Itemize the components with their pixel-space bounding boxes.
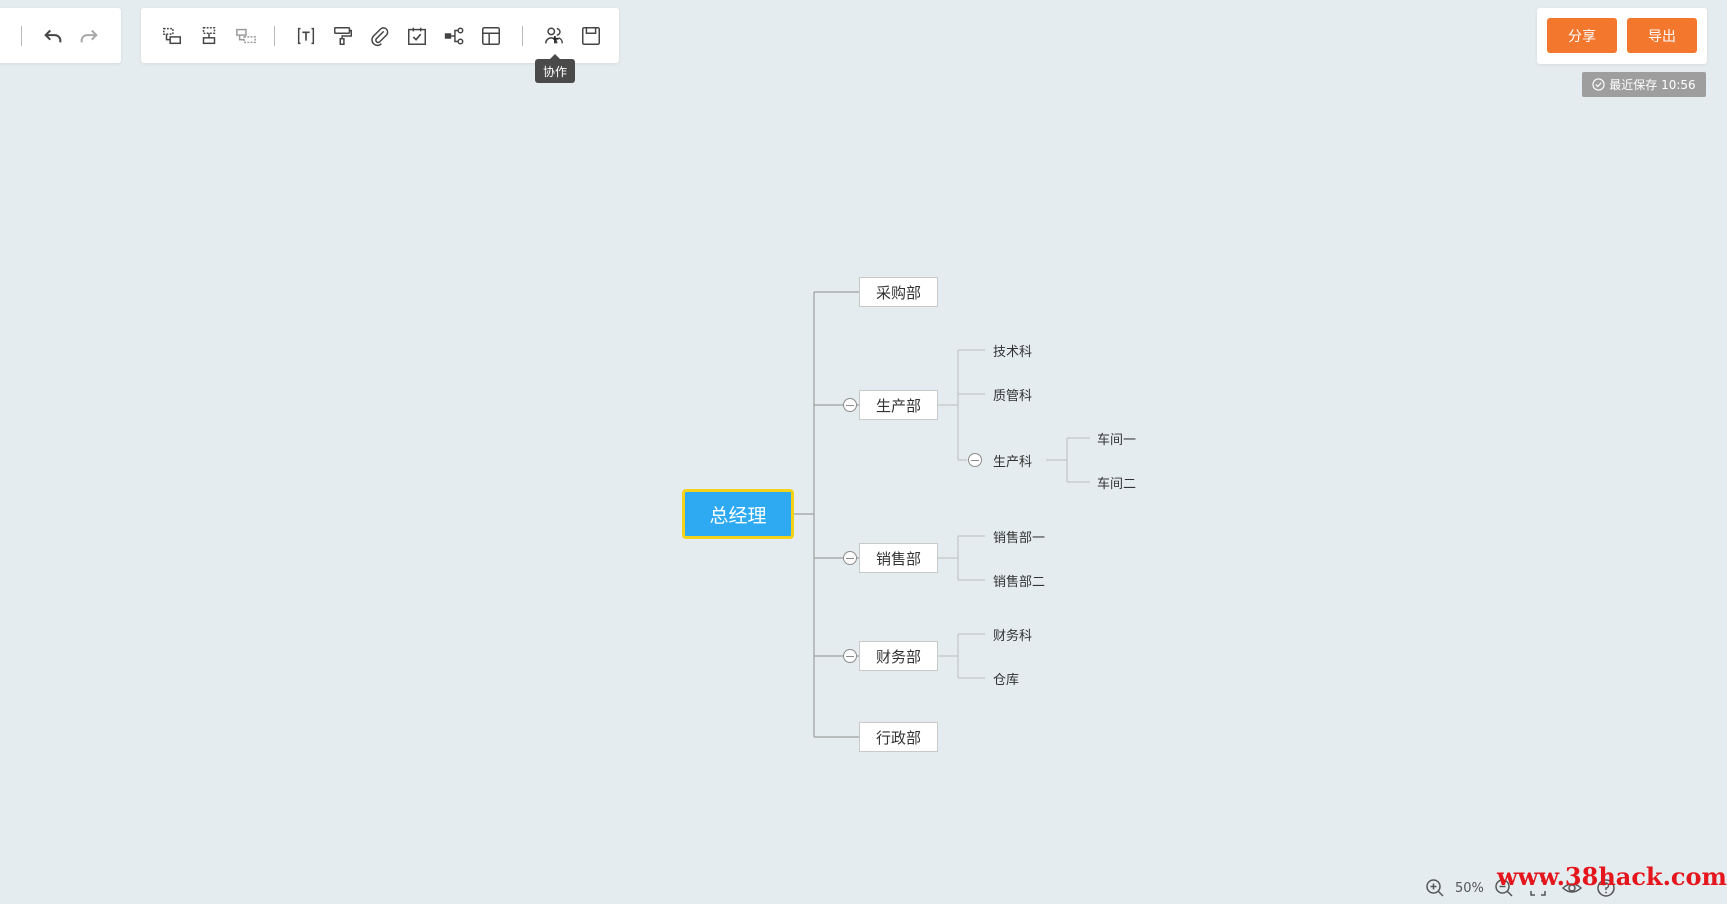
action-toolbar: 分享 导出 xyxy=(1537,8,1707,64)
help-icon xyxy=(1597,879,1615,897)
root-node[interactable]: 总经理 xyxy=(682,489,794,539)
fit-screen-button[interactable] xyxy=(1526,876,1550,900)
collapse-toggle-production-section[interactable] xyxy=(968,453,982,467)
watermark: www.38hack.com xyxy=(1497,862,1727,891)
export-button[interactable]: 导出 xyxy=(1627,18,1697,53)
node-tech-section[interactable]: 技术科 xyxy=(993,344,1033,360)
text-style-button[interactable] xyxy=(293,24,319,48)
node-production-section[interactable]: 生产科 xyxy=(993,454,1033,470)
node-warehouse[interactable]: 仓库 xyxy=(993,672,1020,688)
structure-icon xyxy=(444,27,464,45)
collapse-toggle-finance[interactable] xyxy=(843,649,857,663)
insert-parent-button[interactable] xyxy=(233,24,259,48)
zoom-level: 50% xyxy=(1455,880,1484,896)
node-workshop-1[interactable]: 车间一 xyxy=(1097,432,1137,448)
paperclip-icon xyxy=(371,27,389,47)
insert-sibling-button[interactable] xyxy=(196,24,222,48)
collaborate-icon xyxy=(545,27,563,44)
collaborate-button[interactable] xyxy=(541,24,567,48)
insert-child-button[interactable] xyxy=(159,24,185,48)
check-circle-icon xyxy=(1592,78,1605,91)
save-status-badge: 最近保存 10:56 xyxy=(1582,72,1706,97)
attachment-button[interactable] xyxy=(367,24,393,48)
history-toolbar xyxy=(0,8,121,63)
calendar-check-icon xyxy=(408,27,426,45)
insert-sibling-icon xyxy=(202,27,216,45)
layout-button[interactable] xyxy=(478,24,504,48)
zoom-controls: 50% xyxy=(1423,876,1618,900)
redo-button[interactable] xyxy=(76,24,102,48)
insert-child-icon xyxy=(163,27,181,45)
zoom-in-button[interactable] xyxy=(1423,876,1447,900)
undo-icon xyxy=(44,29,62,43)
toolbar-separator xyxy=(21,26,22,46)
redo-icon xyxy=(80,29,98,43)
collapse-toggle-sales[interactable] xyxy=(843,551,857,565)
node-dept-finance[interactable]: 财务部 xyxy=(859,641,938,671)
node-dept-purchasing[interactable]: 采购部 xyxy=(859,277,938,307)
node-sales-1[interactable]: 销售部一 xyxy=(993,530,1046,546)
format-painter-button[interactable] xyxy=(330,24,356,48)
save-button[interactable] xyxy=(578,24,604,48)
preview-button[interactable] xyxy=(1560,876,1584,900)
layout-icon xyxy=(482,27,500,45)
toolbar-separator xyxy=(522,26,523,46)
save-icon xyxy=(582,27,600,45)
zoom-in-icon xyxy=(1426,879,1444,897)
share-button[interactable]: 分享 xyxy=(1547,18,1617,53)
node-dept-production[interactable]: 生产部 xyxy=(859,390,938,420)
node-dept-admin[interactable]: 行政部 xyxy=(859,722,938,752)
collaborate-tooltip: 协作 xyxy=(535,54,575,83)
zoom-out-button[interactable] xyxy=(1492,876,1516,900)
collapse-toggle-production[interactable] xyxy=(843,398,857,412)
zoom-out-icon xyxy=(1495,879,1513,897)
toolbar-separator xyxy=(274,26,275,46)
paint-roller-icon xyxy=(334,27,352,45)
structure-button[interactable] xyxy=(441,24,467,48)
fit-screen-icon xyxy=(1530,880,1546,896)
help-button[interactable] xyxy=(1594,876,1618,900)
text-icon xyxy=(297,27,315,45)
insert-parent-icon xyxy=(236,28,256,44)
edit-toolbar xyxy=(141,8,619,63)
eye-icon xyxy=(1561,883,1583,893)
task-button[interactable] xyxy=(404,24,430,48)
node-sales-2[interactable]: 销售部二 xyxy=(993,574,1046,590)
node-finance-section[interactable]: 财务科 xyxy=(993,628,1033,644)
save-status-text: 最近保存 10:56 xyxy=(1609,78,1696,92)
node-workshop-2[interactable]: 车间二 xyxy=(1097,476,1137,492)
node-dept-sales[interactable]: 销售部 xyxy=(859,543,938,573)
node-quality-section[interactable]: 质管科 xyxy=(993,388,1033,404)
undo-button[interactable] xyxy=(40,24,66,48)
